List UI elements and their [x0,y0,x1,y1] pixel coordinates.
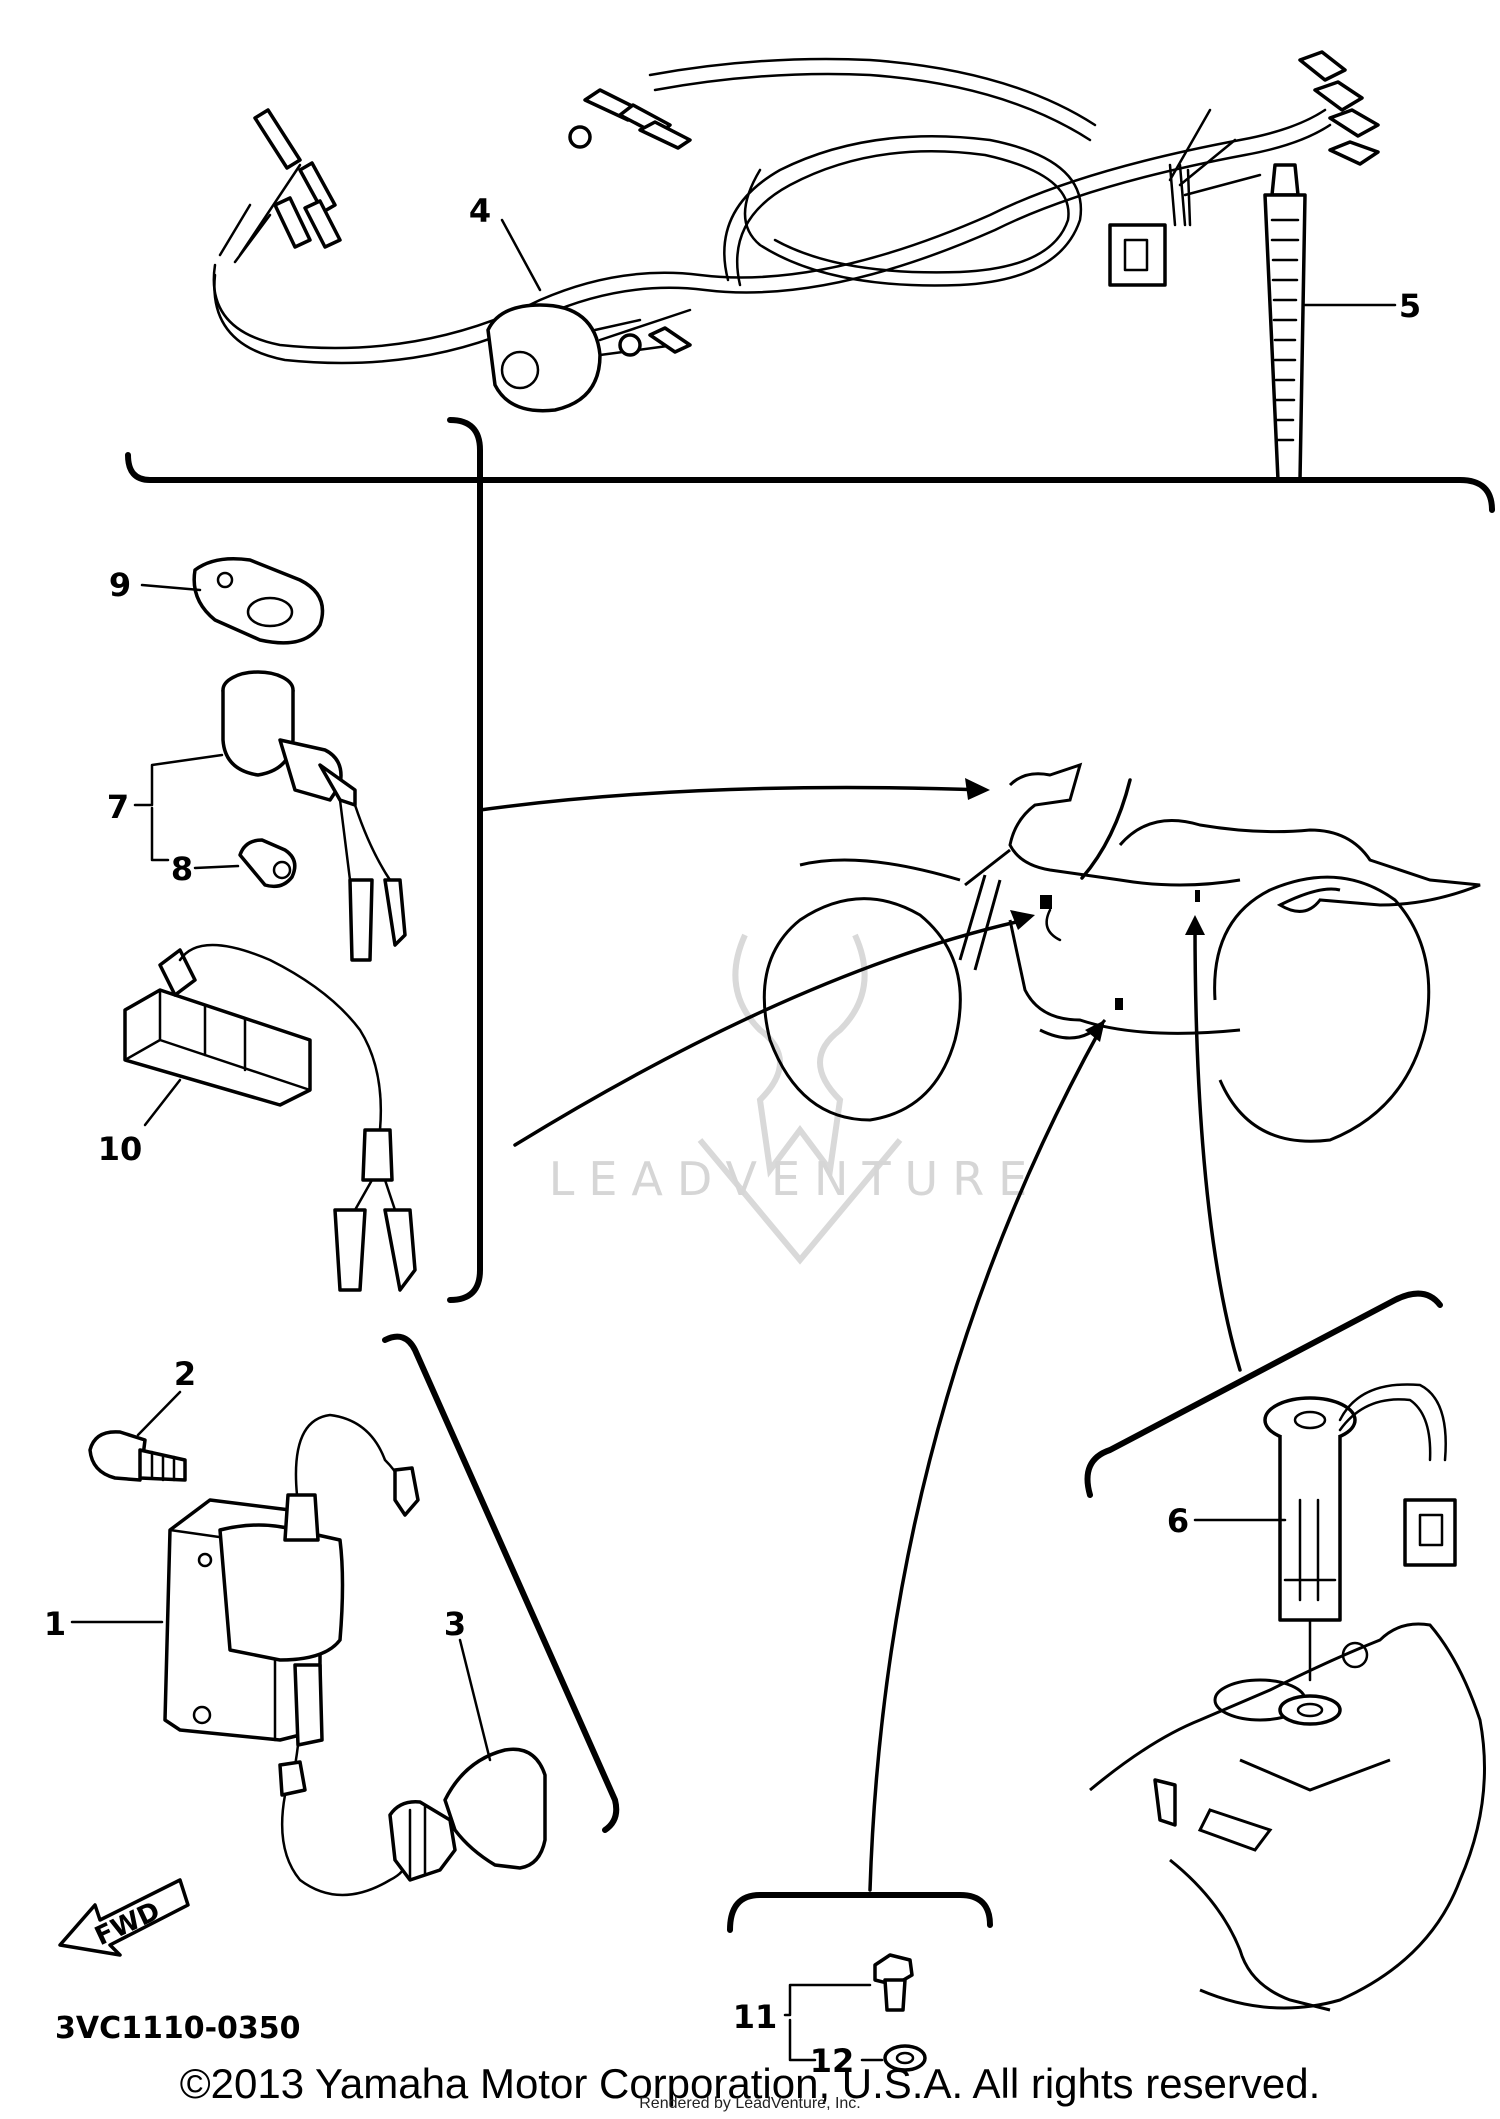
sensor-group-bracket [1084,1290,1443,1498]
bolt-pointer [868,1028,1102,1892]
ignition-coil-part-1 [163,1413,420,1897]
leader-7 [133,753,224,862]
copyright-notice: ©2013 Yamaha Motor Corporation, U.S.A. A… [179,2060,1321,2107]
left-group-bracket [447,417,483,1303]
coil-group-bracket [382,1333,620,1833]
tank-cutaway [1089,1622,1486,2012]
drawing-code: 3VC1110-0350 [55,2011,301,2046]
wire-harness-part-4 [212,50,1380,413]
callout-2: 2 [174,1355,196,1393]
rendered-by-notice: Rendered by LeadVenture, Inc. [639,2095,861,2112]
callout-9: 9 [109,566,131,604]
plate-part-9 [192,557,325,645]
leader-8 [193,864,240,870]
leader-3 [458,1638,492,1762]
leader-4 [500,218,542,292]
left-group-pointer [478,783,987,812]
callout-3: 3 [444,1605,466,1643]
fwd-arrow [58,1878,190,1957]
callout-5: 5 [1399,287,1421,325]
bulb-part-8 [238,838,297,889]
watermark-logo [697,933,903,1265]
callout-1: 1 [44,1605,66,1643]
bolt-group-bracket [727,1892,993,1933]
bolt-part-11 [873,1953,914,2012]
washer-part-12 [883,2044,927,2072]
callout-12: 12 [810,2042,855,2080]
switch-part-7 [221,670,407,962]
leader-11 [783,1983,872,2062]
level-sensor-part-6 [1263,1383,1457,1682]
cable-tie-part-5 [1263,163,1307,482]
bolt-part-2 [88,1430,187,1482]
callout-7: 7 [107,788,129,826]
module-part-10 [123,943,417,1292]
leader-2 [136,1390,182,1437]
callout-11: 11 [733,1998,778,2036]
motorcycle-outline [762,762,1481,1143]
callout-10: 10 [98,1130,143,1168]
coil-pointer [513,918,1027,1147]
callout-8: 8 [171,850,193,888]
harness-group-bracket [125,452,1495,513]
callout-4: 4 [469,192,491,230]
spark-plug-cap-part-3 [388,1747,547,1882]
callout-6: 6 [1167,1502,1189,1540]
watermark-text: LEADVENTURE [549,1152,1042,1206]
sensor-pointer [1193,923,1242,1372]
leader-9 [140,583,202,592]
leader-10 [143,1078,182,1127]
harness-pointer [1080,778,1132,880]
